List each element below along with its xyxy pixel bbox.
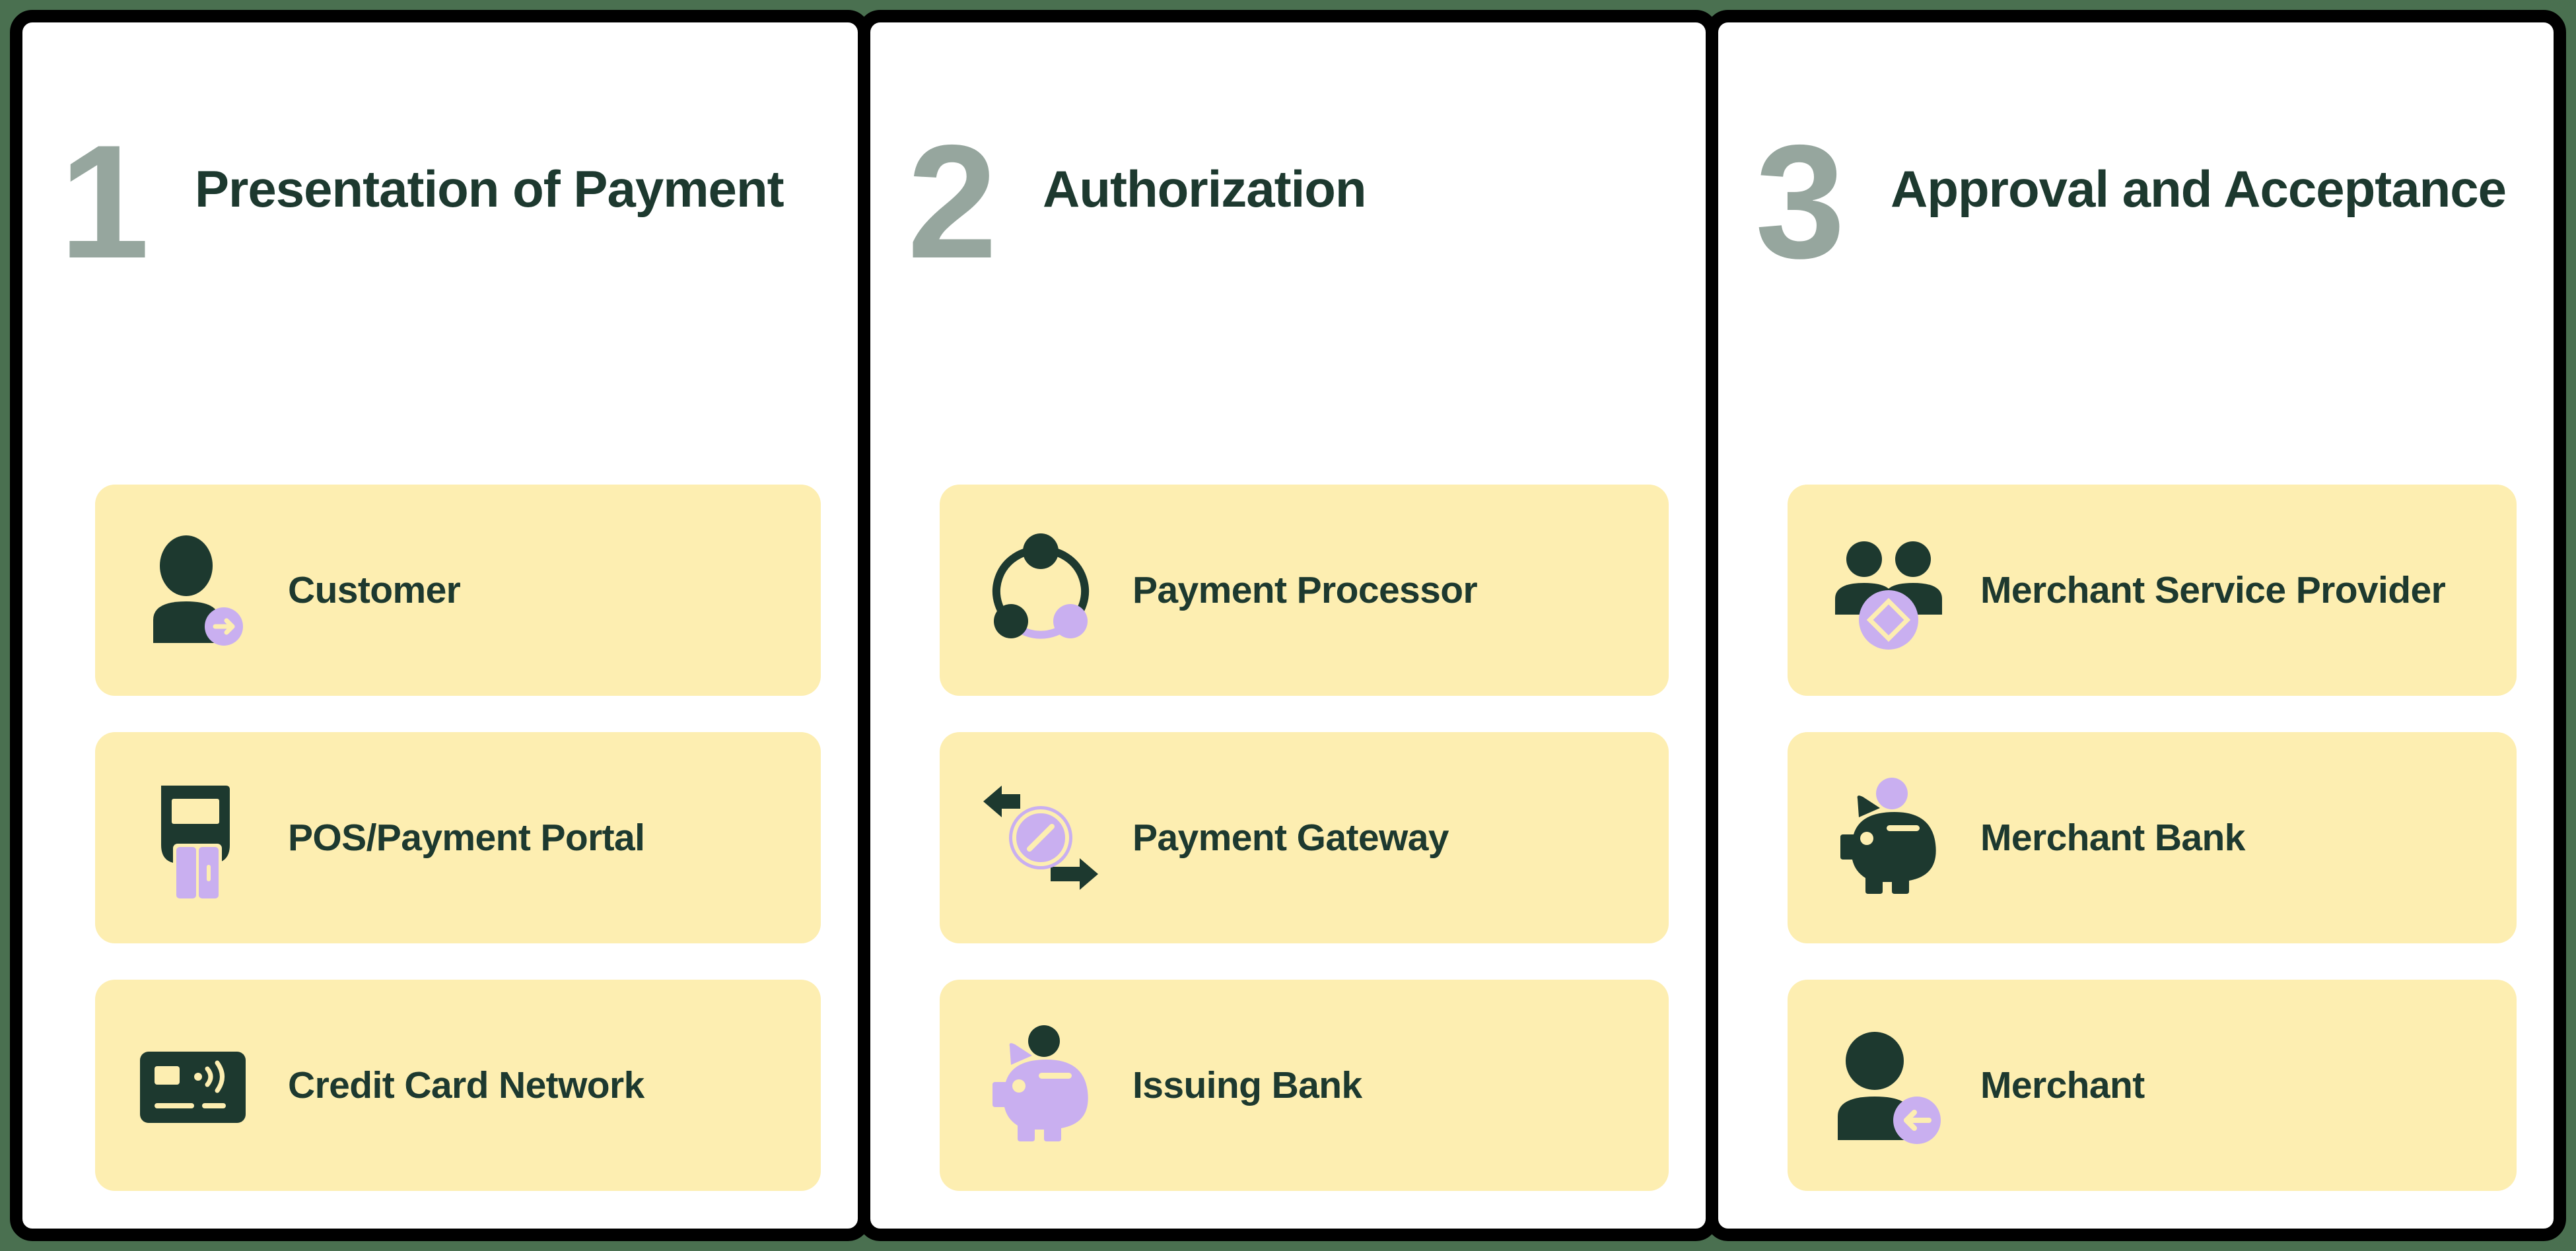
list-item[interactable]: Customer: [95, 485, 821, 696]
step-card-2-inner: 2 Authorization Payment P: [870, 22, 1706, 1229]
gateway-arrows-icon: [978, 775, 1103, 900]
list-item-label: Merchant Bank: [1980, 816, 2245, 859]
person-back-arrow-icon: [1826, 1023, 1951, 1148]
two-people-diamond-icon: [1826, 527, 1951, 653]
step-3-number: 3: [1755, 111, 1845, 292]
customer-arrow-icon: [133, 527, 259, 653]
list-item-label: Customer: [288, 568, 461, 611]
list-item-label: Issuing Bank: [1132, 1064, 1362, 1106]
step-1-title: Presentation of Payment: [195, 160, 784, 218]
step-card-3: 3 Approval and Acceptance: [1706, 10, 2566, 1241]
list-item-label: Credit Card Network: [288, 1064, 644, 1106]
network-cycle-icon: [978, 527, 1103, 653]
list-item[interactable]: Merchant Bank: [1788, 732, 2517, 943]
step-2-number: 2: [907, 111, 997, 292]
contactless-credit-card-icon: [133, 1023, 259, 1148]
step-2-title: Authorization: [1043, 160, 1367, 218]
infographic-board: 1 Presentation of Payment: [10, 10, 2566, 1241]
list-item-label: Payment Processor: [1132, 568, 1478, 611]
step-card-1: 1 Presentation of Payment: [10, 10, 870, 1241]
step-card-1-inner: 1 Presentation of Payment: [22, 22, 858, 1229]
step-1-item-list: Customer POS/Payment Por: [95, 485, 821, 1191]
pos-terminal-icon: [133, 775, 259, 900]
list-item[interactable]: POS/Payment Portal: [95, 732, 821, 943]
piggy-bank-purple-icon: [978, 1023, 1103, 1148]
step-1-header: 1 Presentation of Payment: [59, 120, 821, 282]
list-item[interactable]: Merchant: [1788, 980, 2517, 1191]
list-item[interactable]: Issuing Bank: [940, 980, 1669, 1191]
step-card-2: 2 Authorization Payment P: [858, 10, 1718, 1241]
step-3-header: 3 Approval and Acceptance: [1755, 120, 2517, 282]
list-item-label: Merchant: [1980, 1064, 2145, 1106]
list-item[interactable]: Merchant Service Provider: [1788, 485, 2517, 696]
step-card-3-inner: 3 Approval and Acceptance: [1718, 22, 2554, 1229]
piggy-bank-dark-icon: [1826, 775, 1951, 900]
step-2-item-list: Payment Processor Payment Gateway: [940, 485, 1669, 1191]
list-item[interactable]: Credit Card Network: [95, 980, 821, 1191]
step-3-title: Approval and Acceptance: [1891, 160, 2507, 218]
step-2-header: 2 Authorization: [907, 120, 1669, 282]
list-item[interactable]: Payment Gateway: [940, 732, 1669, 943]
list-item-label: Merchant Service Provider: [1980, 568, 2446, 611]
list-item[interactable]: Payment Processor: [940, 485, 1669, 696]
step-1-number: 1: [59, 111, 149, 292]
step-3-item-list: Merchant Service Provider Merchant Bank: [1788, 485, 2517, 1191]
list-item-label: POS/Payment Portal: [288, 816, 645, 859]
list-item-label: Payment Gateway: [1132, 816, 1449, 859]
